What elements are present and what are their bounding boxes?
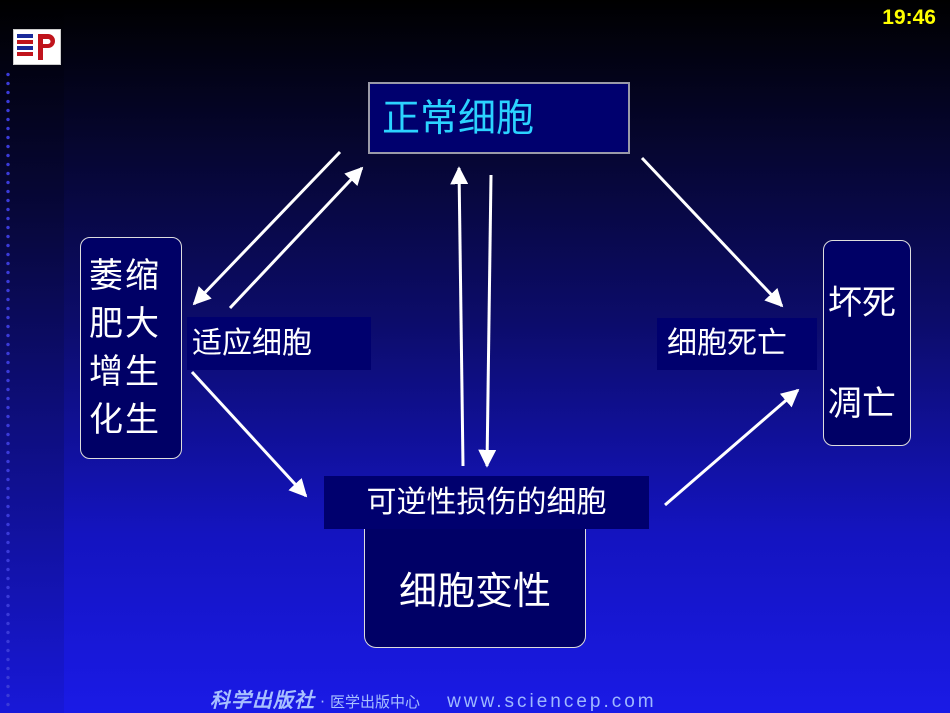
- adaptive-type-atrophy: 萎缩: [89, 256, 161, 296]
- arrow-reversible-to-normal: [450, 166, 469, 467]
- arrow-adaptive-to-reversible: [190, 370, 308, 498]
- reversible-injury-label: 可逆性损伤的细胞: [324, 476, 649, 529]
- death-type-necrosis: 坏死: [828, 283, 896, 323]
- arrow-normal-to-death: [640, 156, 784, 308]
- cell-death-label: 细胞死亡: [657, 318, 817, 370]
- adaptive-type-metaplasia: 化生: [89, 400, 161, 440]
- dot-pattern-decoration: [4, 70, 12, 710]
- sp-logo-icon: [14, 30, 60, 64]
- arrow-normal-to-adaptive: [192, 150, 342, 306]
- arrow-reversible-to-death: [664, 388, 800, 507]
- degeneration-node: 细胞变性: [364, 520, 586, 648]
- adaptive-type-hyperplasia: 增生: [89, 352, 161, 392]
- death-type-apoptosis: 凋亡: [828, 384, 896, 424]
- publisher-logo: [13, 29, 61, 65]
- footer-separator: ·: [320, 693, 325, 711]
- publisher-name: 科学出版社: [210, 688, 315, 712]
- footer: 科学出版社 · 医学出版中心 www.sciencep.com: [210, 684, 770, 712]
- death-types-node: 坏死 凋亡: [823, 240, 911, 446]
- clock-display: 19:46: [882, 6, 936, 29]
- arrow-adaptive-to-normal: [228, 166, 364, 310]
- adaptive-types-node: 萎缩 肥大 增生 化生: [80, 237, 182, 459]
- normal-cell-node: 正常细胞: [368, 82, 630, 154]
- footer-url-link[interactable]: www.sciencep.com: [447, 691, 657, 712]
- adaptive-cell-label: 适应细胞: [187, 317, 371, 370]
- arrow-normal-to-reversible: [478, 174, 497, 468]
- adaptive-type-hypertrophy: 肥大: [89, 304, 161, 344]
- publishing-center: 医学出版中心: [329, 693, 420, 711]
- left-sidebar-bar: [0, 0, 64, 713]
